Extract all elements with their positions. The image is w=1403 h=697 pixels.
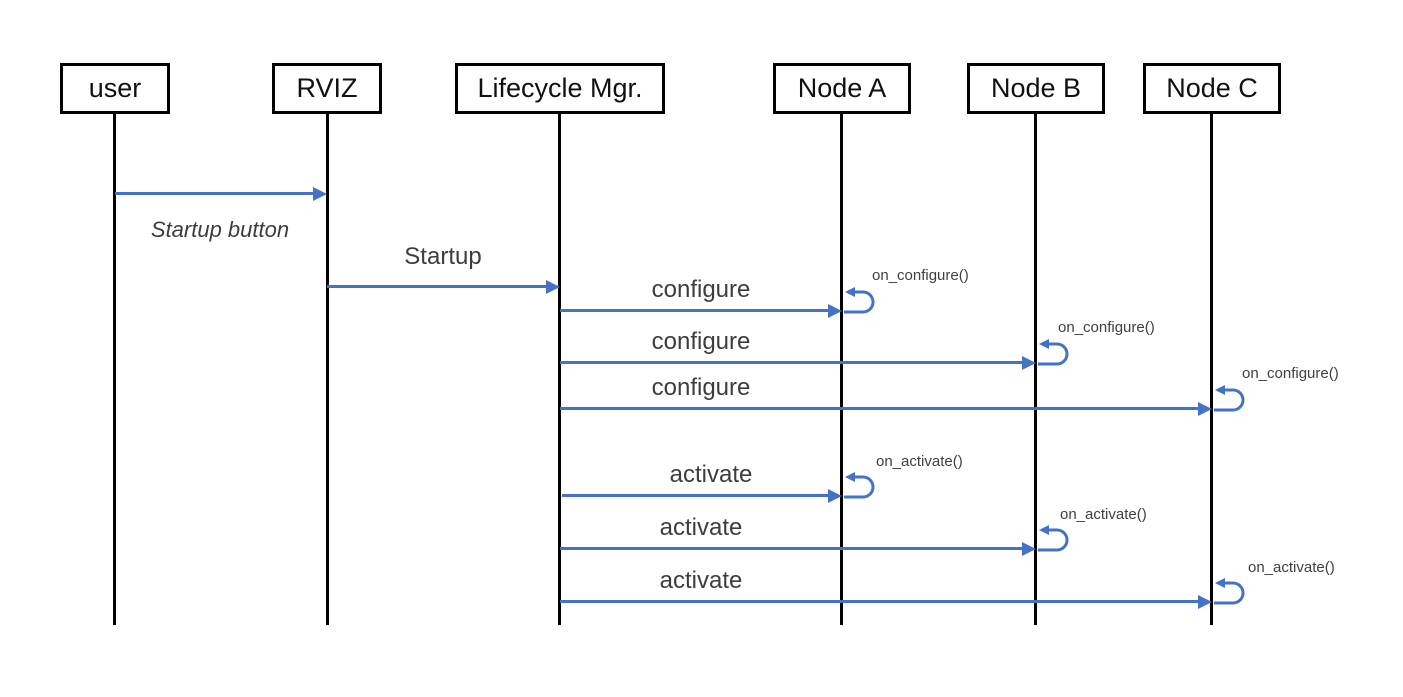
arrowhead-right-icon xyxy=(828,489,842,503)
lifeline-node-a xyxy=(840,114,843,625)
message-label: activate xyxy=(659,567,743,594)
arrow-line xyxy=(560,547,1026,550)
arrow-line xyxy=(327,285,550,288)
actor-label-user: user xyxy=(88,73,142,103)
message-label: activate xyxy=(659,514,743,541)
lifeline-user xyxy=(113,114,116,625)
message-label: configure xyxy=(651,276,751,303)
self-call-arrow xyxy=(1214,578,1245,605)
actor-label-node-b: Node B xyxy=(990,73,1082,103)
message-label: Startup button xyxy=(150,217,290,242)
self-call-label: on_configure() xyxy=(1058,319,1155,336)
actor-box-node-b: Node B xyxy=(967,63,1105,114)
self-call-label: on_configure() xyxy=(872,267,969,284)
arrow-line xyxy=(562,494,832,497)
arrow-line xyxy=(560,361,1026,364)
lifeline-node-c xyxy=(1210,114,1213,625)
self-call-label: on_activate() xyxy=(1060,506,1147,523)
arrowhead-right-icon xyxy=(828,304,842,318)
self-call-arrow xyxy=(844,287,875,314)
message-label: Startup xyxy=(404,243,482,270)
self-call-arrow xyxy=(1038,525,1069,552)
arrow-line xyxy=(115,192,317,195)
arrowhead-right-icon xyxy=(1198,595,1212,609)
actor-label-lifecycle-mgr: Lifecycle Mgr. xyxy=(477,73,643,103)
message-label: configure xyxy=(651,374,751,401)
arrowhead-right-icon xyxy=(546,280,560,294)
arrowhead-right-icon xyxy=(1022,356,1036,370)
actor-label-rviz: RVIZ xyxy=(296,73,358,103)
actor-label-node-a: Node A xyxy=(797,73,887,103)
lifeline-lifecycle-mgr xyxy=(558,114,561,625)
self-call-arrow xyxy=(1214,385,1245,412)
actor-box-lifecycle-mgr: Lifecycle Mgr. xyxy=(455,63,665,114)
actor-box-user: user xyxy=(60,63,170,114)
arrowhead-right-icon xyxy=(313,187,327,201)
self-call-label: on_configure() xyxy=(1242,365,1339,382)
arrowhead-right-icon xyxy=(1022,542,1036,556)
self-call-arrow xyxy=(844,472,875,499)
self-call-arrow xyxy=(1038,339,1069,366)
arrowhead-right-icon xyxy=(1198,402,1212,416)
actor-box-node-c: Node C xyxy=(1143,63,1281,114)
arrow-line xyxy=(560,407,1202,410)
message-label: activate xyxy=(669,461,753,488)
message-label: configure xyxy=(651,328,751,355)
actor-label-node-c: Node C xyxy=(1166,73,1258,103)
actor-box-node-a: Node A xyxy=(773,63,911,114)
arrow-line xyxy=(560,309,832,312)
arrow-line xyxy=(560,600,1202,603)
self-call-label: on_activate() xyxy=(1248,559,1335,576)
actor-box-rviz: RVIZ xyxy=(272,63,382,114)
self-call-label: on_activate() xyxy=(876,453,963,470)
lifeline-rviz xyxy=(326,114,329,625)
